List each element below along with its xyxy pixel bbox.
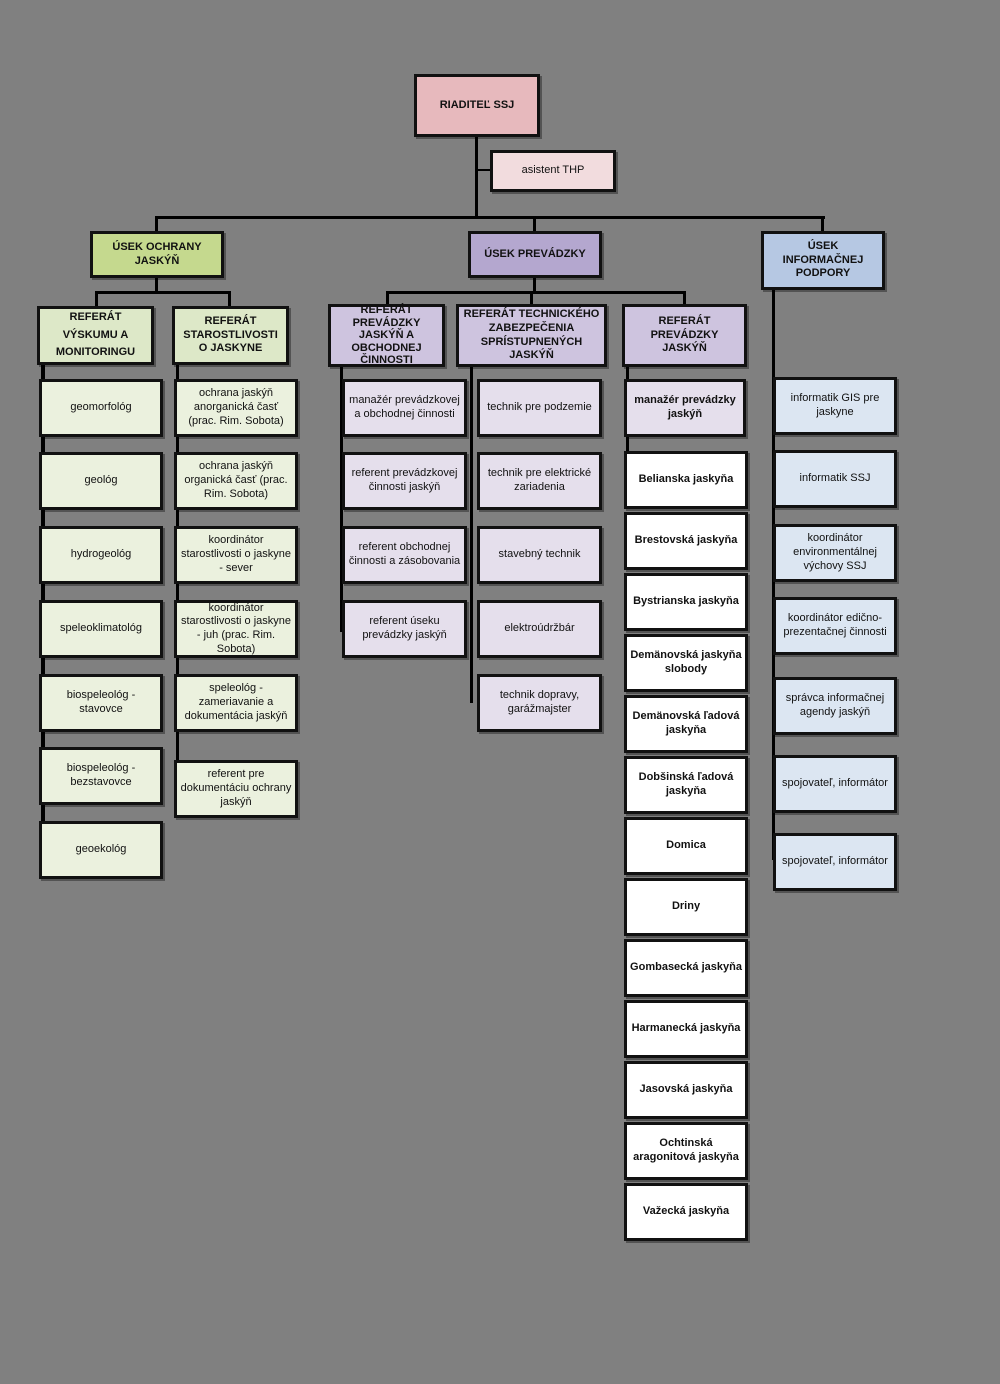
technical-position-box: technik pre elektrické zariadenia — [477, 452, 602, 510]
care-position-box: koordinátor starostlivosti o jaskyne - j… — [174, 600, 298, 658]
research-position-box: hydrogeológ — [39, 526, 163, 584]
connector-line — [386, 291, 686, 294]
care-position-box: referent pre dokumentáciu ochrany jaskýň — [174, 760, 298, 818]
technical-position-box: technik dopravy, garážmajster — [477, 674, 602, 732]
info-position-box: spojovateľ, informátor — [773, 833, 897, 891]
care-position-box: speleológ - zameriavanie a dokumentácia … — [174, 674, 298, 732]
technical-position-box: technik pre podzemie — [477, 379, 602, 437]
business-position-box: referent úseku prevádzky jaskýň — [342, 600, 467, 658]
info-section-box: ÚSEK INFORMAČNEJ PODPORY — [761, 231, 885, 290]
cave-box: Brestovská jaskyňa — [624, 512, 748, 570]
connector-line — [386, 291, 389, 305]
caves-unit-box: REFERÁT PREVÁDZKY JASKÝŇ — [622, 304, 747, 367]
connector-line — [228, 291, 231, 307]
info-position-box: koordinátor edično-prezentačnej činnosti — [773, 597, 897, 655]
business-position-box: referent obchodnej činnosti a zásobovani… — [342, 526, 467, 584]
info-position-box: informatik SSJ — [773, 450, 897, 508]
business-position-box: referent prevádzkovej činnosti jaskýň — [342, 452, 467, 510]
connector-line — [470, 367, 473, 703]
protection-section-box: ÚSEK OCHRANY JASKÝŇ — [90, 231, 224, 278]
cave-box: Bystrianska jaskyňa — [624, 573, 748, 631]
cave-box: Gombasecká jaskyňa — [624, 939, 748, 997]
business-position-box: manažér prevádzkovej a obchodnej činnost… — [342, 379, 467, 437]
director-box: RIADITEĽ SSJ — [414, 74, 540, 137]
cave-box: Dobšinská ľadová jaskyňa — [624, 756, 748, 814]
info-position-box: správca informačnej agendy jaskýň — [773, 677, 897, 735]
care-unit-box: REFERÁT STAROSTLIVOSTI O JASKYNE — [172, 306, 289, 365]
connector-line — [95, 291, 231, 294]
cave-box: Domica — [624, 817, 748, 875]
research-position-box: biospeleológ - stavovce — [39, 674, 163, 732]
care-position-box: koordinátor starostlivosti o jaskyne - s… — [174, 526, 298, 584]
cave-box: Demänovská jaskyňa slobody — [624, 634, 748, 692]
connector-line — [533, 216, 536, 232]
cave-box: Ochtinská aragonitová jaskyňa — [624, 1122, 748, 1180]
info-position-box: informatik GIS pre jaskyne — [773, 377, 897, 435]
research-position-box: biospeleológ - bezstavovce — [39, 747, 163, 805]
care-position-box: ochrana jaskýň organická časť (prac. Rim… — [174, 452, 298, 510]
business-unit-box: REFERÁT PREVÁDZKY JASKÝŇ A OBCHODNEJ ČIN… — [328, 304, 445, 367]
connector-line — [95, 291, 98, 307]
cave-box: Driny — [624, 878, 748, 936]
assistant-box: asistent THP — [490, 150, 616, 192]
cave-box: Belianska jaskyňa — [624, 451, 748, 509]
cave-box: Harmanecká jaskyňa — [624, 1000, 748, 1058]
connector-line — [155, 278, 158, 292]
connector-line — [475, 137, 478, 217]
research-position-box: geológ — [39, 452, 163, 510]
caves-manager-box: manažér prevádzky jaskýň — [624, 379, 746, 437]
technical-position-box: stavebný technik — [477, 526, 602, 584]
connector-line — [475, 169, 491, 171]
connector-line — [533, 278, 536, 292]
operations-section-box: ÚSEK PREVÁDZKY — [468, 231, 602, 278]
connector-line — [340, 367, 343, 632]
research-position-box: geomorfológ — [39, 379, 163, 437]
connector-line — [683, 291, 686, 305]
care-position-box: ochrana jaskýň anorganická časť (prac. R… — [174, 379, 298, 437]
connector-line — [821, 216, 824, 232]
research-unit-box: REFERÁT VÝSKUMU A MONITORINGU — [37, 306, 154, 365]
cave-box: Demänovská ľadová jaskyňa — [624, 695, 748, 753]
cave-box: Važecká jaskyňa — [624, 1183, 748, 1241]
connector-line — [530, 291, 533, 305]
technical-position-box: elektroúdržbár — [477, 600, 602, 658]
info-position-box: spojovateľ, informátor — [773, 755, 897, 813]
research-position-box: geoekológ — [39, 821, 163, 879]
cave-box: Jasovská jaskyňa — [624, 1061, 748, 1119]
technical-unit-box: REFERÁT TECHNICKÉHO ZABEZPEČENIA SPRÍSTU… — [456, 304, 607, 367]
connector-line — [155, 216, 825, 219]
connector-line — [155, 216, 158, 232]
research-position-box: speleoklimatológ — [39, 600, 163, 658]
info-position-box: koordinátor environmentálnej výchovy SSJ — [773, 524, 897, 582]
